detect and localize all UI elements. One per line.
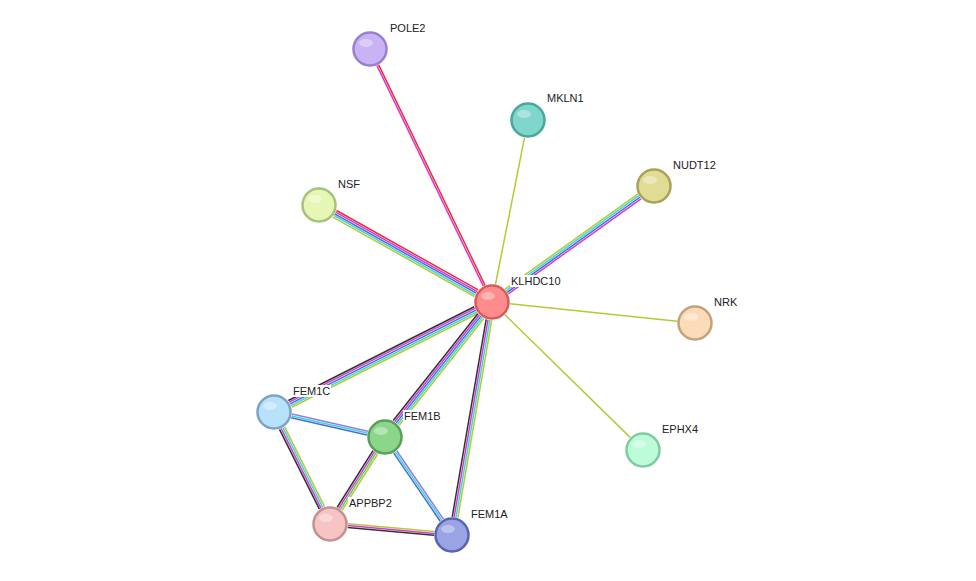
protein-node: FEM1C (256, 394, 292, 430)
interaction-edge (377, 65, 485, 286)
protein-node: NUDT12 (636, 168, 672, 204)
node-circle (367, 419, 403, 455)
protein-node: NRK (677, 305, 713, 341)
protein-node: MKLN1 (510, 102, 546, 138)
node-circle (625, 432, 661, 468)
protein-node: NSF (301, 187, 337, 223)
node-label: MKLN1 (546, 92, 585, 104)
node-label: KLHDC10 (510, 275, 562, 287)
interaction-edge (505, 194, 641, 294)
node-label: FEM1C (292, 385, 331, 397)
node-label: POLE2 (389, 22, 426, 34)
protein-node: FEM1A (434, 517, 470, 553)
node-label: NUDT12 (672, 159, 717, 171)
interaction-edge (452, 319, 492, 517)
protein-node: APPBP2 (312, 506, 348, 542)
node-circle (677, 305, 713, 341)
interaction-edge (280, 427, 325, 509)
protein-node: KLHDC10 (474, 284, 510, 320)
interaction-edge (505, 315, 630, 438)
node-label: NSF (337, 178, 361, 190)
node-circle (474, 284, 510, 320)
node-circle (312, 506, 348, 542)
interaction-edge (510, 304, 677, 321)
node-circle (434, 517, 470, 553)
node-circle (256, 394, 292, 430)
node-label: FEM1B (403, 410, 442, 422)
protein-node: FEM1B (367, 419, 403, 455)
interaction-edge (394, 451, 444, 521)
node-circle (352, 31, 388, 67)
interaction-edge (291, 414, 368, 435)
node-label: FEM1A (470, 508, 509, 520)
node-circle (636, 168, 672, 204)
protein-node: POLE2 (352, 31, 388, 67)
node-label: EPHX4 (661, 423, 699, 435)
node-label: APPBP2 (348, 497, 393, 509)
protein-node: EPHX4 (625, 432, 661, 468)
node-circle (510, 102, 546, 138)
interaction-edge (333, 210, 478, 296)
interaction-edge (348, 524, 434, 536)
interaction-edge (495, 138, 524, 285)
node-label: NRK (713, 296, 738, 308)
node-circle (301, 187, 337, 223)
